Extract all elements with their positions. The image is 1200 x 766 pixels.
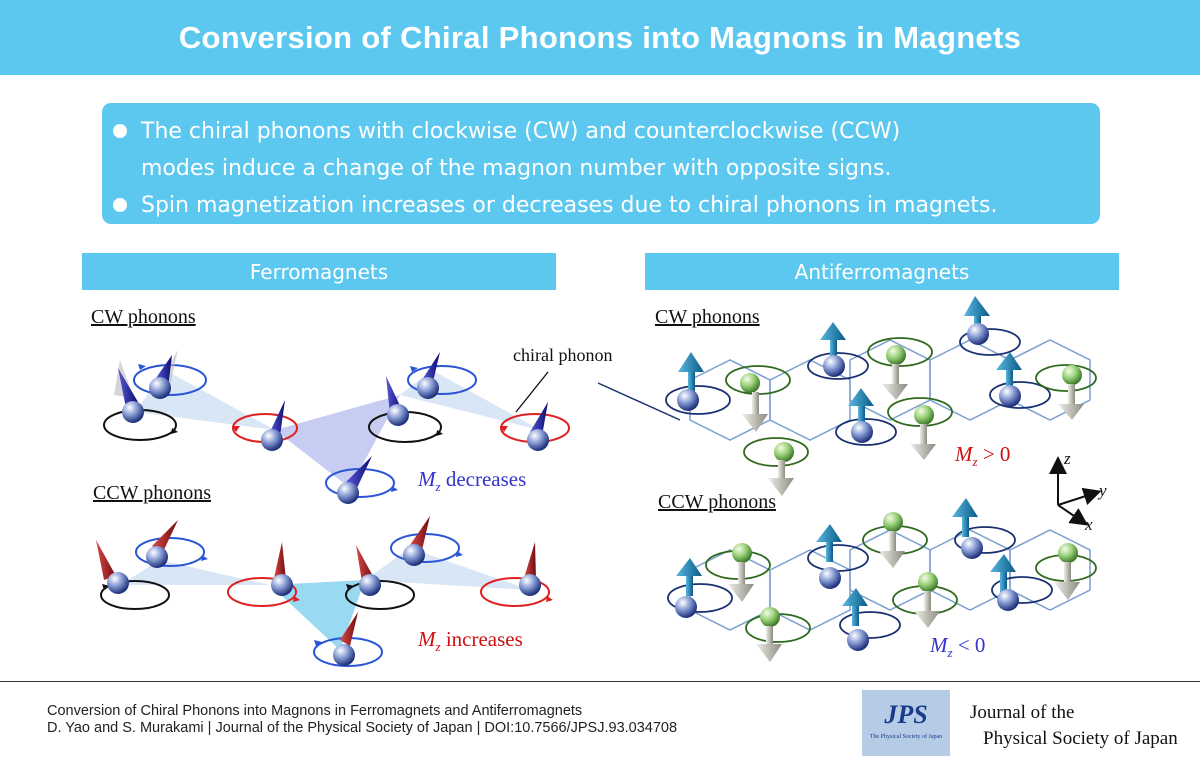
ferro-ccw-site xyxy=(345,545,415,610)
chiral-phonon-label: chiral phonon xyxy=(513,345,613,365)
afm-cw-site-a xyxy=(959,296,1021,356)
afm-cw-site-b xyxy=(1035,364,1097,420)
axis-x-label: x xyxy=(1085,515,1093,534)
ferro-cw-site xyxy=(368,376,443,443)
ferro-ccw-site xyxy=(96,540,170,610)
antiferromagnets-header: Antiferromagnets xyxy=(645,253,1119,290)
afm-cw-site-b xyxy=(867,337,933,400)
afm-cw-site-a xyxy=(807,322,869,380)
chiral-phonon-pointer xyxy=(515,371,549,413)
afm-ccw-site-a xyxy=(952,498,1016,559)
ferro-cw-site xyxy=(133,350,207,399)
ferro-ccw-site xyxy=(313,612,383,667)
journal-name-line-1: Journal of the xyxy=(970,702,1075,723)
afm-cw-site-a xyxy=(835,388,897,446)
afm-cw-site-a xyxy=(665,352,731,415)
afm-ccw-site-b xyxy=(892,572,958,628)
afm-ccw-site-a xyxy=(839,588,901,651)
afm-cw-label: CW phonons xyxy=(655,306,760,328)
afm-ccw-result: Mz < 0 xyxy=(930,633,986,661)
ferro-cw-site xyxy=(407,352,477,399)
ferro-ccw-site xyxy=(390,516,463,566)
footer-article-title: Conversion of Chiral Phonons into Magnon… xyxy=(47,703,583,719)
afm-cw-result: Mz > 0 xyxy=(955,442,1011,470)
footer-divider xyxy=(0,681,1200,682)
afm-cw-site-b xyxy=(725,365,791,432)
afm-ccw-site-b xyxy=(1035,543,1097,600)
bullet-dot-icon xyxy=(113,198,127,212)
ferro-ccw-site xyxy=(480,542,553,607)
summary-bullet-2-text: Spin magnetization increases or decrease… xyxy=(141,193,998,218)
ferro-cw-sites xyxy=(103,350,570,504)
ferro-cw-site xyxy=(325,456,398,504)
jps-logo: JPS The Physical Society of Japan xyxy=(862,690,950,756)
axis-y-label: y xyxy=(1099,481,1107,500)
ferro-cw-site xyxy=(232,400,298,451)
ferro-cw-site xyxy=(103,360,178,441)
page-title: Conversion of Chiral Phonons into Magnon… xyxy=(0,0,1200,75)
afm-ccw-site-b xyxy=(745,607,811,662)
ferro-cw-result: Mz decreases xyxy=(418,467,527,495)
ferro-cw-site xyxy=(500,402,570,451)
summary-bullet-1-line-1: The chiral phonons with clockwise (CW) a… xyxy=(141,119,901,144)
jps-logo-subtext: The Physical Society of Japan xyxy=(869,734,943,740)
bullet-dot-icon xyxy=(113,124,127,138)
ferro-ccw-sites xyxy=(96,516,553,667)
afm-cw-site-a xyxy=(989,352,1051,409)
coordinate-axes xyxy=(1049,456,1102,526)
afm-cw-sites xyxy=(665,296,1097,496)
ferro-ccw-site xyxy=(135,520,208,568)
summary-box: The chiral phonons with clockwise (CW) a… xyxy=(102,103,1100,224)
ferromagnets-header: Ferromagnets xyxy=(82,253,556,290)
afm-cw-site-b xyxy=(887,397,953,460)
afm-ccw-site-a xyxy=(990,554,1053,611)
axis-z-label: z xyxy=(1064,449,1071,468)
afm-ccw-label: CCW phonons xyxy=(658,491,776,513)
footer-citation: D. Yao and S. Murakami | Journal of the … xyxy=(47,720,678,736)
jps-logo-text: JPS xyxy=(884,700,928,729)
afm-cw-site-b xyxy=(743,437,809,496)
ferro-ccw-label: CCW phonons xyxy=(93,482,211,504)
journal-name-line-2: Physical Society of Japan xyxy=(983,728,1178,749)
afm-ccw-site-a xyxy=(807,524,869,589)
ferro-ccw-result: Mz increases xyxy=(418,627,523,655)
afm-ccw-sites xyxy=(667,498,1097,662)
summary-bullet-1-line-2: modes induce a change of the magnon numb… xyxy=(141,156,892,181)
ferro-cw-label: CW phonons xyxy=(91,306,196,328)
ferro-ccw-site xyxy=(227,542,300,607)
afm-ccw-site-b xyxy=(862,512,928,568)
summary-bullet-1: The chiral phonons with clockwise (CW) a… xyxy=(110,113,1094,187)
afm-ccw-site-a xyxy=(667,558,733,618)
afm-ccw-site-b xyxy=(705,543,771,602)
summary-bullet-2: Spin magnetization increases or decrease… xyxy=(110,187,1094,224)
chiral-phonon-pointer-afm xyxy=(597,382,681,421)
